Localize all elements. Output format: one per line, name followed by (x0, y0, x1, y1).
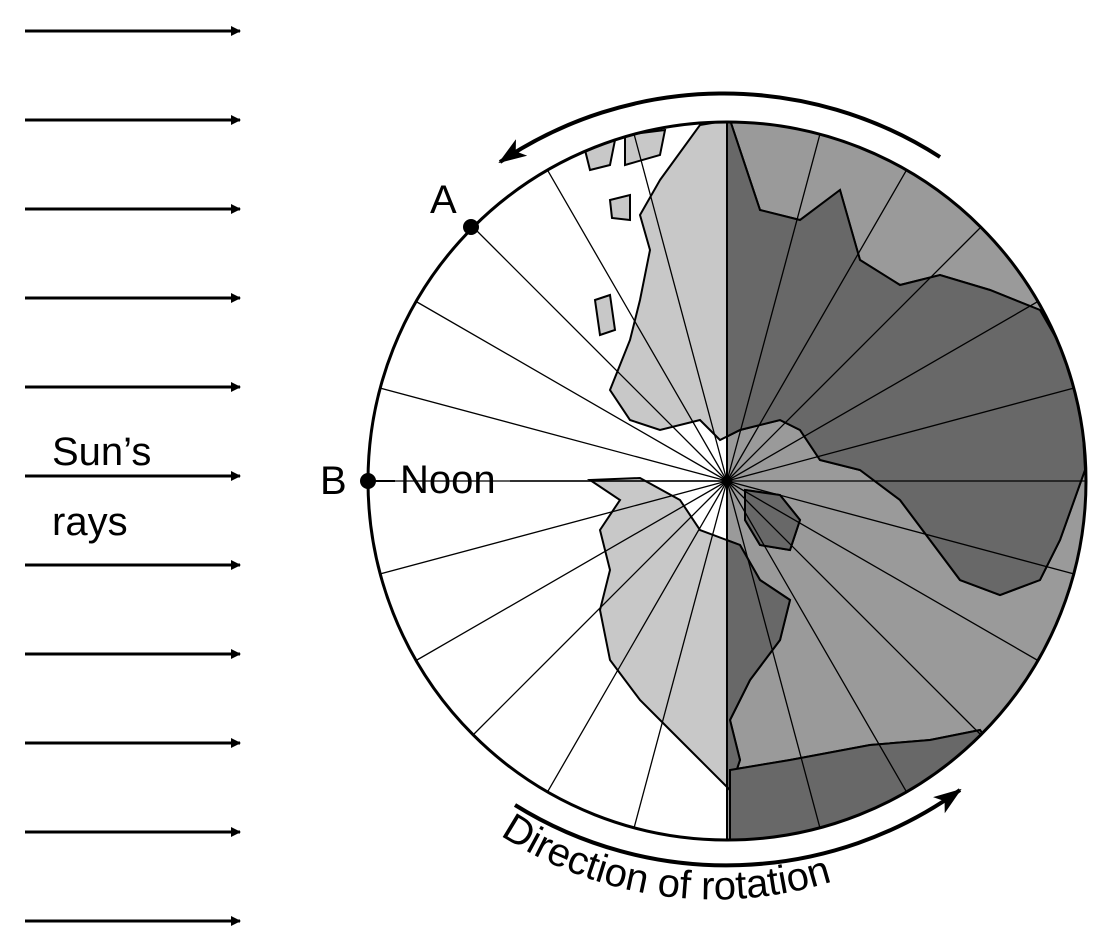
sun-rays-label-line2: rays (52, 500, 128, 544)
meridian-line (541, 480, 728, 802)
meridian-line (726, 480, 1085, 578)
meridian-line (726, 480, 990, 744)
rotation-arrow-top (498, 91, 942, 164)
point-a-marker (463, 219, 479, 235)
meridian-line (726, 123, 824, 482)
point-b-marker (360, 473, 376, 489)
meridian-line (630, 480, 728, 839)
meridian-line (726, 160, 913, 482)
meridian-line (726, 480, 913, 802)
land-northern-night (727, 122, 1086, 597)
rotation-arrow-bottom (513, 788, 962, 868)
meridian-line (464, 218, 728, 482)
land-small-islands (583, 128, 667, 337)
meridian-line (630, 123, 728, 482)
meridian-line (406, 295, 728, 482)
meridian-line (726, 480, 824, 839)
meridian-line (369, 384, 728, 482)
meridian-line (726, 295, 1048, 482)
point-a-label: A (430, 178, 457, 222)
point-b-label: B (320, 459, 347, 503)
meridian-line (726, 480, 1048, 667)
meridian-line (726, 384, 1085, 482)
meridian-line (464, 480, 728, 744)
sun-rays-label-line1: Sun’s (52, 430, 151, 474)
meridian-line (406, 480, 728, 667)
meridian-line (541, 160, 728, 482)
noon-label: Noon (400, 458, 496, 502)
meridian-line (726, 218, 990, 482)
sun-rays (25, 26, 241, 926)
meridian-line (369, 480, 728, 578)
land-americas-night (727, 476, 792, 792)
